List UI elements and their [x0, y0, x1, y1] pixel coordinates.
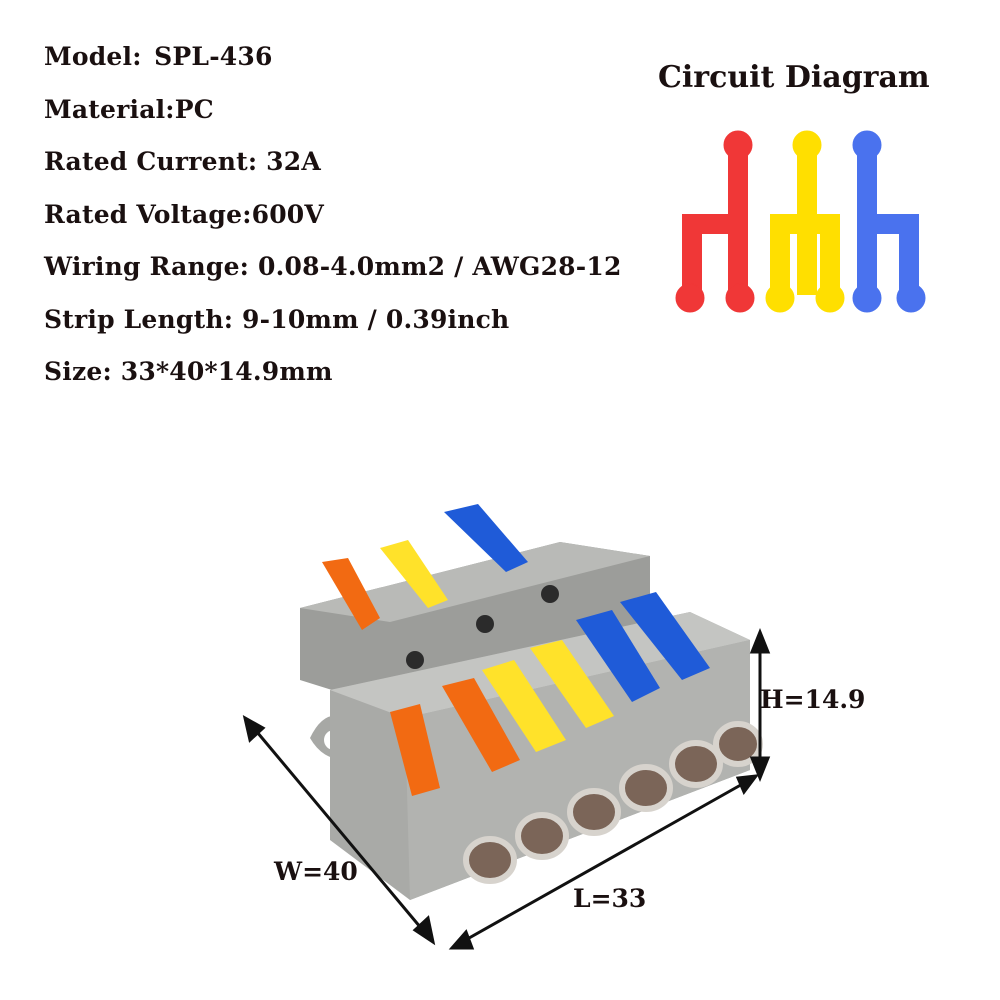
diagram-title: Circuit Diagram: [658, 60, 930, 95]
orange-lever-back: [322, 558, 380, 630]
spec-voltage: Rated Voltage:600V: [44, 199, 325, 229]
spec-current: Rated Current: 32A: [44, 147, 321, 176]
circuit-diagram: [675, 130, 926, 313]
blue-lever-1: [576, 610, 660, 702]
orange-lever-2: [442, 678, 520, 772]
width-label: W=40: [274, 857, 358, 886]
blue-circuit-icon: [852, 130, 926, 313]
yellow-circuit-icon: [765, 130, 845, 313]
spec-model-value: SPL-436: [154, 42, 273, 71]
connector-illustration: [242, 504, 771, 950]
blue-lever-back: [444, 504, 528, 572]
length-label: L=33: [573, 884, 647, 913]
yellow-lever-1: [482, 660, 566, 752]
orange-lever-1: [390, 704, 440, 796]
red-circuit-icon: [675, 130, 755, 313]
dimension-lines: [242, 627, 771, 950]
spec-model-label: Model:: [44, 42, 142, 71]
spec-model: Model: SPL-436: [44, 36, 622, 89]
yellow-lever-back: [380, 540, 448, 608]
spec-material: Material:PC: [44, 94, 214, 124]
spec-list: Model: SPL-436 Material:PC Rated Current:…: [44, 36, 622, 404]
back-block: [300, 504, 650, 705]
spec-strip: Strip Length: 9-10mm / 0.39inch: [44, 304, 510, 334]
wire-entry-holes: [463, 721, 763, 884]
spec-wiring: Wiring Range: 0.08-4.0mm2 / AWG28-12: [44, 252, 622, 281]
height-label: H=14.9: [760, 685, 866, 714]
yellow-lever-2: [530, 640, 614, 728]
spec-size: Size: 33*40*14.9mm: [44, 357, 333, 386]
front-block: [330, 585, 763, 900]
blue-lever-2: [620, 592, 710, 680]
